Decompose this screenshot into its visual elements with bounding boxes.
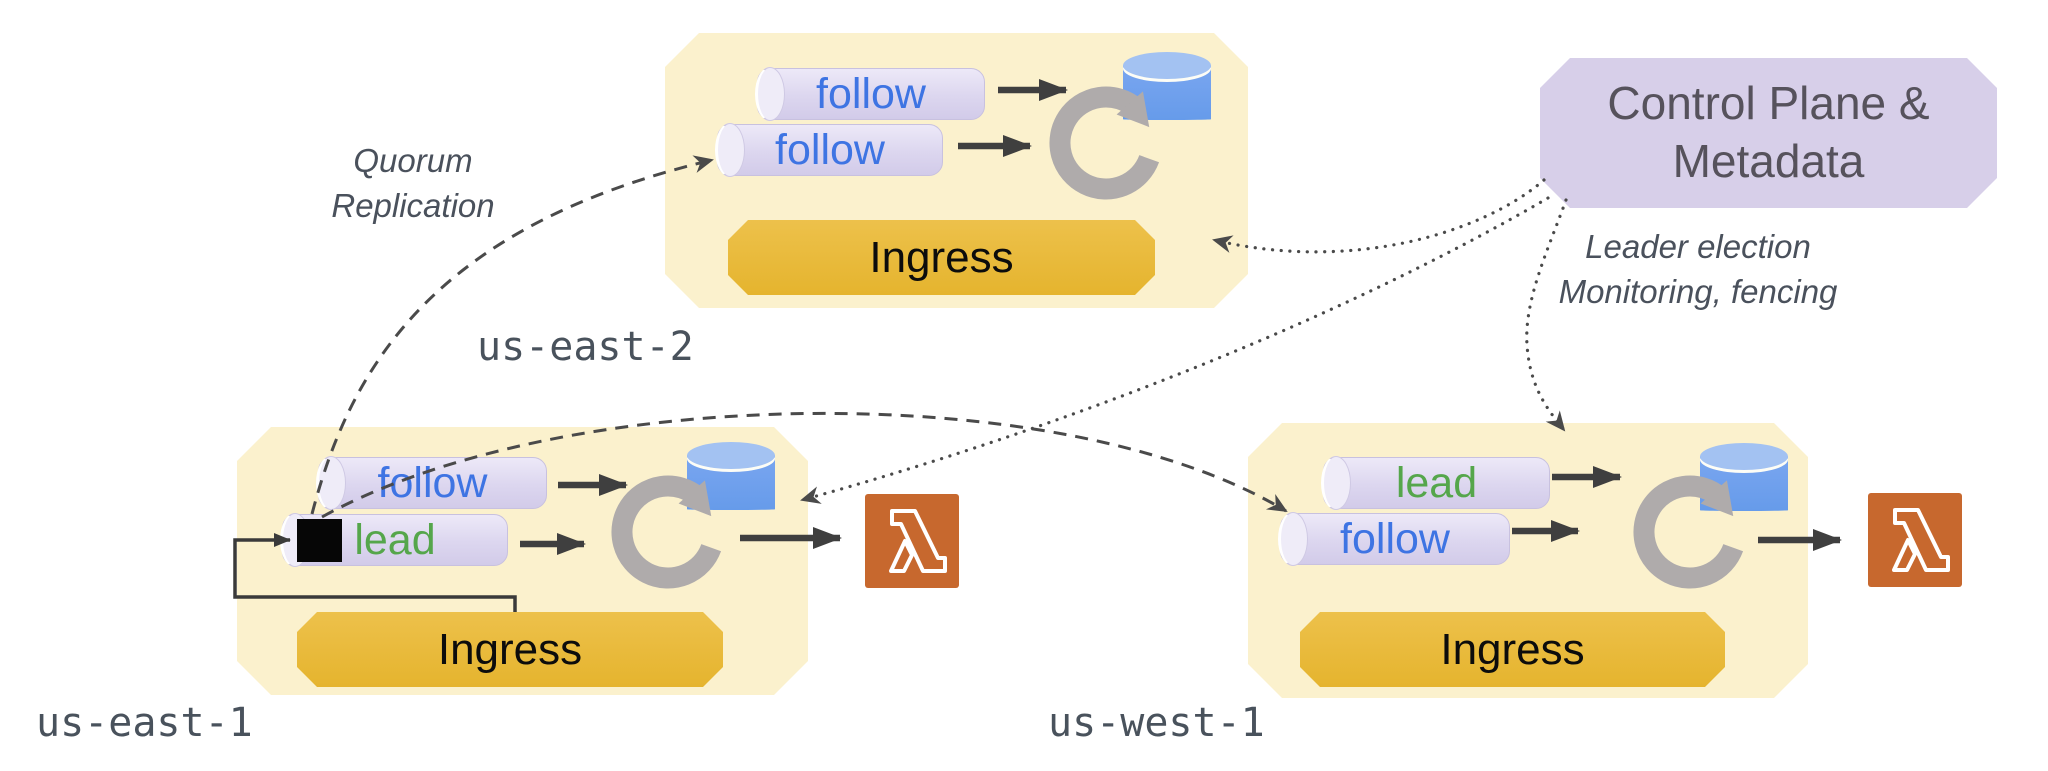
lambda-icon	[1868, 493, 1962, 587]
cylinder-cap	[715, 123, 745, 177]
queue-pill-follow: follow	[316, 456, 547, 510]
leader-election-annotation: Leader election Monitoring, fencing	[1518, 225, 1878, 314]
pill-label: follow	[377, 458, 488, 507]
sync-icon	[1049, 86, 1160, 200]
sync-icon	[1633, 475, 1744, 589]
pill-label: follow	[1340, 514, 1450, 563]
queue-pill-follow: follow	[755, 67, 985, 121]
pill-label: lead	[354, 515, 436, 564]
cylinder-cap	[755, 67, 785, 121]
ingress-bar: Ingress	[297, 612, 723, 687]
cylinder-cap	[1278, 512, 1308, 566]
annotation-line: Monitoring, fencing	[1558, 272, 1838, 310]
pill-label: follow	[775, 125, 885, 174]
cylinder-cap	[316, 456, 346, 510]
ingress-bar: Ingress	[1300, 612, 1725, 687]
queue-pill-follow: follow	[1278, 512, 1510, 566]
database-top	[1700, 443, 1788, 470]
queue-pill-follow: follow	[715, 123, 943, 177]
control-plane-box: Control Plane & Metadata	[1540, 58, 1997, 208]
quorum-replication-annotation: Quorum Replication	[263, 139, 563, 228]
region-label-us-east-2: us-east-2	[477, 324, 694, 370]
annotation-line: Quorum	[353, 142, 473, 179]
ingress-label: Ingress	[437, 624, 583, 674]
lambda-icon	[865, 494, 959, 588]
pill-label: lead	[1395, 458, 1478, 507]
cylinder-cap	[1321, 456, 1351, 510]
region-label-us-east-1: us-east-1	[36, 700, 253, 746]
control-plane-arrow-to-us-east-2	[1212, 178, 1546, 254]
control-plane-title-line1: Control Plane &	[1607, 77, 1930, 130]
leader-marker	[297, 519, 342, 562]
queue-pill-lead: lead	[1321, 456, 1550, 510]
ingress-label: Ingress	[1440, 624, 1585, 674]
ingress-bar: Ingress	[728, 220, 1155, 295]
region-label-us-west-1: us-west-1	[1048, 700, 1265, 746]
ingress-label: Ingress	[869, 232, 1014, 282]
pill-label: follow	[816, 69, 926, 118]
annotation-line: Replication	[331, 186, 495, 224]
control-plane-title-line2: Metadata	[1672, 135, 1865, 187]
sync-icon	[611, 475, 722, 589]
database-top	[1123, 52, 1211, 79]
annotation-line: Leader election	[1585, 228, 1811, 265]
